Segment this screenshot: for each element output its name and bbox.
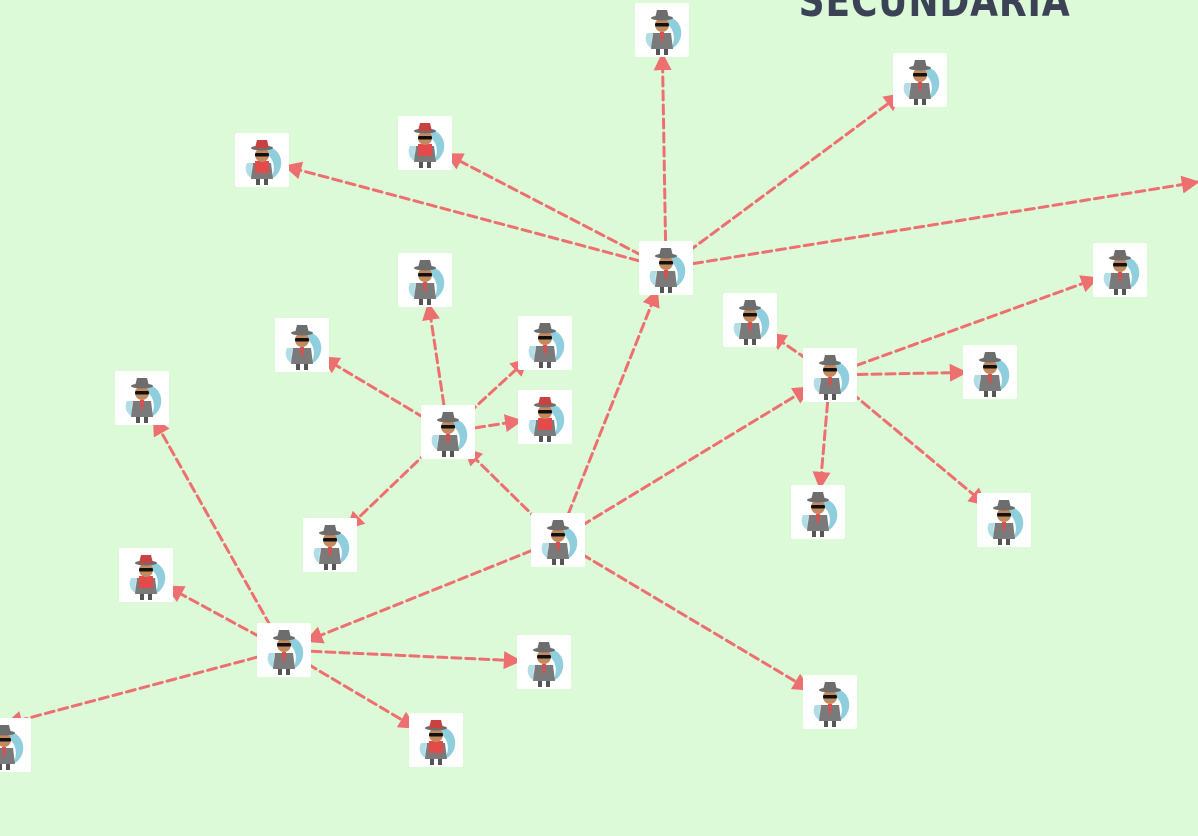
spy-node-n19[interactable]: [977, 493, 1031, 547]
spy-node-n8[interactable]: [518, 316, 572, 370]
spy-node-n15[interactable]: [1093, 243, 1147, 297]
spy-node-n16[interactable]: [303, 518, 357, 572]
edge-arrow-n13-n15: [841, 275, 1100, 372]
spy-node-n21[interactable]: [257, 623, 311, 677]
spy-icon: [431, 412, 468, 457]
edge-arrow-n5-n4: [444, 152, 656, 264]
edge-arrow-n5-n3: [283, 161, 654, 266]
spy-node-n12[interactable]: [723, 293, 777, 347]
spy-node-n13[interactable]: [803, 348, 857, 402]
spy-icon: [313, 525, 350, 570]
spy-icon: [528, 323, 565, 368]
spy-icon: [813, 355, 850, 400]
spy-icon: [408, 123, 445, 168]
spy-icon: [987, 500, 1024, 545]
edge-arrow-n21-n9: [152, 417, 279, 640]
spy-icon: [541, 520, 578, 565]
spy-node-n5[interactable]: [639, 241, 693, 295]
spy-icon: [129, 555, 166, 600]
spy-icon: [125, 378, 162, 423]
edge-arrow-n17-n24: [568, 545, 811, 692]
nodes-layer: [0, 3, 1147, 772]
spy-node-n7[interactable]: [275, 318, 329, 372]
spy-icon: [527, 642, 564, 687]
spy-icon: [285, 325, 322, 370]
spy-icon: [408, 260, 445, 305]
spy-node-n25[interactable]: [0, 718, 31, 772]
edge-arrow-n21-edge-left: [4, 652, 272, 729]
edge-arrow-n21-n20: [165, 584, 274, 645]
spy-node-n17[interactable]: [531, 513, 585, 567]
spy-node-n18[interactable]: [791, 485, 845, 539]
edge-arrow-n5-edge-right: [678, 175, 1198, 268]
spy-node-n4[interactable]: [398, 116, 452, 170]
spy-icon: [645, 10, 682, 55]
diagram-title: SECUNDARIA: [798, 0, 1070, 27]
spy-node-n24[interactable]: [803, 675, 857, 729]
edge-arrow-n13-n18: [812, 387, 831, 490]
spy-icon: [528, 397, 565, 442]
edge-arrow-n5-n1: [653, 52, 672, 256]
spy-icon: [245, 140, 282, 185]
spy-icon: [813, 682, 850, 727]
spy-icon: [733, 300, 770, 345]
edge-arrow-n13-n14: [842, 363, 968, 382]
spy-icon: [419, 720, 456, 765]
spy-node-n22[interactable]: [409, 713, 463, 767]
edge-arrow-n13-n19: [839, 382, 988, 507]
edge-arrow-n17-n21: [304, 543, 547, 644]
edge-arrow-n5-n2: [675, 92, 903, 262]
spy-node-n9[interactable]: [115, 371, 169, 425]
spy-icon: [903, 60, 940, 105]
spy-icon: [649, 248, 686, 293]
edge-arrow-n21-n22: [294, 655, 417, 730]
spy-node-n10[interactable]: [421, 405, 475, 459]
spy-icon: [267, 630, 304, 675]
spy-icon: [1103, 250, 1140, 295]
spy-node-n1[interactable]: [635, 3, 689, 57]
spy-node-n3[interactable]: [235, 133, 289, 187]
spy-node-n6[interactable]: [398, 253, 452, 307]
edge-arrow-n17-n13: [568, 385, 812, 535]
edge-arrow-n21-n23: [296, 649, 522, 670]
spy-node-n2[interactable]: [893, 53, 947, 107]
spy-icon: [801, 492, 838, 537]
edge-arrow-n10-n6: [422, 301, 448, 420]
edge-arrow-n10-n7: [321, 355, 438, 427]
spy-node-n23[interactable]: [517, 635, 571, 689]
spy-node-n20[interactable]: [119, 548, 173, 602]
spy-icon: [973, 352, 1010, 397]
spy-node-n14[interactable]: [963, 345, 1017, 399]
spy-node-n11[interactable]: [518, 390, 572, 444]
edge-arrow-n17-n5: [561, 288, 660, 529]
spy-icon: [0, 725, 24, 770]
